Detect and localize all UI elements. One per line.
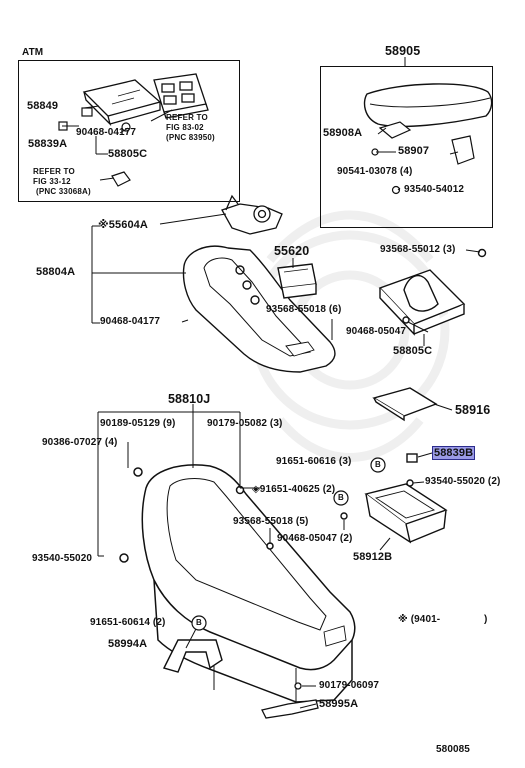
refer-83: REFER TO (166, 113, 208, 122)
label-90468-05047-2: 90468-05047 (2) (277, 533, 353, 544)
armrest-lid (363, 83, 493, 128)
armrest-hinge (371, 121, 475, 195)
label-90468-05047: 90468-05047 (346, 326, 407, 337)
fig-83: FIG 83-02 (166, 123, 204, 132)
figure-code: 580085 (436, 744, 470, 755)
label-58839a: 58839A (28, 138, 68, 150)
label-90541: 90541-03078 (4) (337, 166, 413, 177)
label-93568-55018-6: 93568-55018 (6) (266, 304, 342, 315)
pad-58916 (372, 387, 438, 422)
label-93568-55018-5: 93568-55018 (5) (233, 516, 309, 527)
label-90468-04177: 90468-04177 (100, 316, 161, 327)
console-main-58810j (119, 464, 356, 703)
label-58994a: 58994A (108, 638, 148, 650)
console-upper-panel (182, 245, 336, 373)
fig-33: FIG 33-12 (33, 177, 71, 186)
label-91651-60616: 91651-60616 (3) (276, 456, 352, 467)
callout-circles (191, 457, 386, 631)
label-90179-06097: 90179-06097 (319, 680, 380, 691)
label-90386: 90386-07027 (4) (42, 437, 118, 448)
bracket-55604a (221, 194, 283, 235)
label-note-close: ) (484, 614, 488, 625)
label-55620: 55620 (274, 244, 310, 258)
label-58907: 58907 (398, 145, 430, 157)
label-55604a: ※55604A (98, 219, 148, 231)
label-58810j: 58810J (168, 392, 211, 406)
box-58912b (340, 453, 448, 544)
label-58804a: 58804A (36, 266, 76, 278)
pnc-83: (PNC 83950) (166, 133, 215, 142)
pnc-33: (PNC 33068A) (36, 187, 91, 196)
label-91651-40625: ◈91651-40625 (2) (252, 484, 336, 495)
label-58908a: 58908A (323, 127, 363, 139)
label-note: ※ (9401- (398, 614, 441, 625)
label-58805c-atm: 58805C (108, 148, 148, 160)
atm-inset-box (18, 60, 240, 202)
label-58905: 58905 (385, 44, 421, 58)
leader-lines (62, 57, 481, 709)
atm-title: ATM (22, 47, 44, 58)
refer-33: REFER TO (33, 167, 75, 176)
label-91651-60614: 91651-60614 (2) (90, 617, 166, 628)
watermark (250, 210, 450, 462)
label-90179-05082: 90179-05082 (3) (207, 418, 283, 429)
callout-b: B (338, 493, 344, 502)
atm-switch-panel (153, 73, 209, 119)
callout-b: B (375, 460, 381, 469)
label-93540-55020-2: 93540-55020 (2) (425, 476, 501, 487)
label-93568-55012: 93568-55012 (3) (380, 244, 456, 255)
label-58916: 58916 (455, 403, 491, 417)
label-58995a: 58995A (319, 698, 359, 710)
shift-bracket (82, 79, 162, 127)
label-93540-55020: 93540-55020 (32, 553, 93, 564)
ashtray-55620 (277, 263, 317, 299)
bracket-58995a (261, 682, 319, 719)
armrest-inset-box (320, 66, 493, 228)
label-90468-04177-atm: 90468-04177 (76, 127, 137, 138)
label-90189: 90189-05129 (9) (100, 418, 176, 429)
label-58849: 58849 (27, 100, 59, 112)
callout-b: B (196, 618, 202, 627)
label-93540-54012: 93540-54012 (404, 184, 465, 195)
shift-boot-58805c (378, 248, 487, 336)
label-58912b: 58912B (353, 551, 393, 563)
label-58805c: 58805C (393, 345, 433, 357)
label-58839b: 58839B (432, 446, 476, 460)
bracket-58994a (162, 639, 223, 673)
